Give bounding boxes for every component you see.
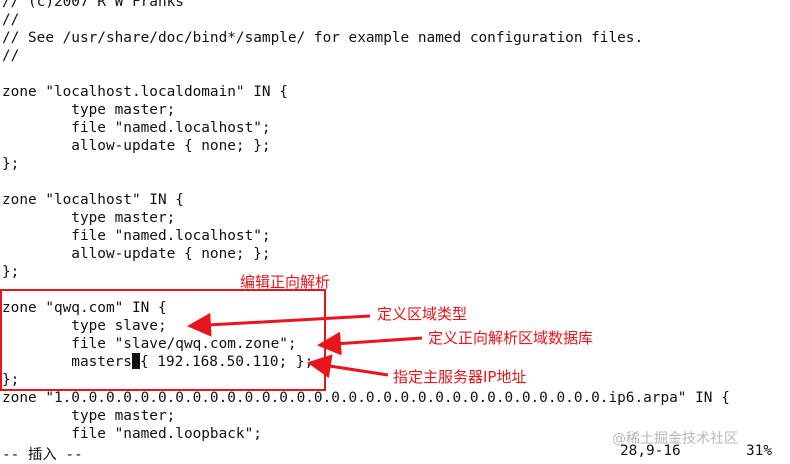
mode-indicator: -- 插入 -- xyxy=(2,447,83,463)
code-line: file "slave/qwq.com.zone"; xyxy=(2,336,297,352)
annotation-zone-file: 定义正向解析区域数据库 xyxy=(428,329,594,347)
code-line: type master; xyxy=(2,210,176,226)
code-line: // xyxy=(2,12,20,28)
code-line: zone "qwq.com" IN { xyxy=(2,300,167,316)
code-text: { 192.168.50.110; }; xyxy=(139,354,314,370)
scroll-percent: 31% xyxy=(746,443,772,459)
code-line: file "named.localhost"; xyxy=(2,228,271,244)
code-line: type master; xyxy=(2,102,176,118)
code-line: file "named.loopback"; xyxy=(2,426,262,442)
annotation-master-ip: 指定主服务器IP地址 xyxy=(393,368,527,386)
watermark: @稀土掘金技术社区 xyxy=(612,431,738,447)
cursor-position: 28,9-16 xyxy=(620,443,681,459)
code-line: allow-update { none; }; xyxy=(2,246,271,262)
code-text: masters xyxy=(2,354,132,370)
annotation-title: 编辑正向解析 xyxy=(240,273,331,291)
code-line: }; xyxy=(2,156,20,172)
code-line: zone "localhost.localdomain" IN { xyxy=(2,84,288,100)
code-line: type slave; xyxy=(2,318,167,334)
code-line: }; xyxy=(2,264,20,280)
status-bar: -- 插入 -- 28,9-16 31% xyxy=(0,441,790,464)
code-line: allow-update { none; }; xyxy=(2,138,271,154)
code-line: type master; xyxy=(2,408,176,424)
code-line: }; xyxy=(2,372,20,388)
code-line: // xyxy=(2,48,20,64)
code-line: // See /usr/share/doc/bind*/sample/ for … xyxy=(2,30,644,46)
code-line-cursor: masters { 192.168.50.110; }; xyxy=(2,353,313,371)
annotation-zone-type: 定义区域类型 xyxy=(377,305,468,323)
text-cursor xyxy=(131,353,140,369)
code-line: zone "1.0.0.0.0.0.0.0.0.0.0.0.0.0.0.0.0.… xyxy=(2,390,730,406)
code-line: zone "localhost" IN { xyxy=(2,192,184,208)
code-line: file "named.localhost"; xyxy=(2,120,271,136)
code-line: // (c)2007 R W Franks xyxy=(2,0,184,10)
